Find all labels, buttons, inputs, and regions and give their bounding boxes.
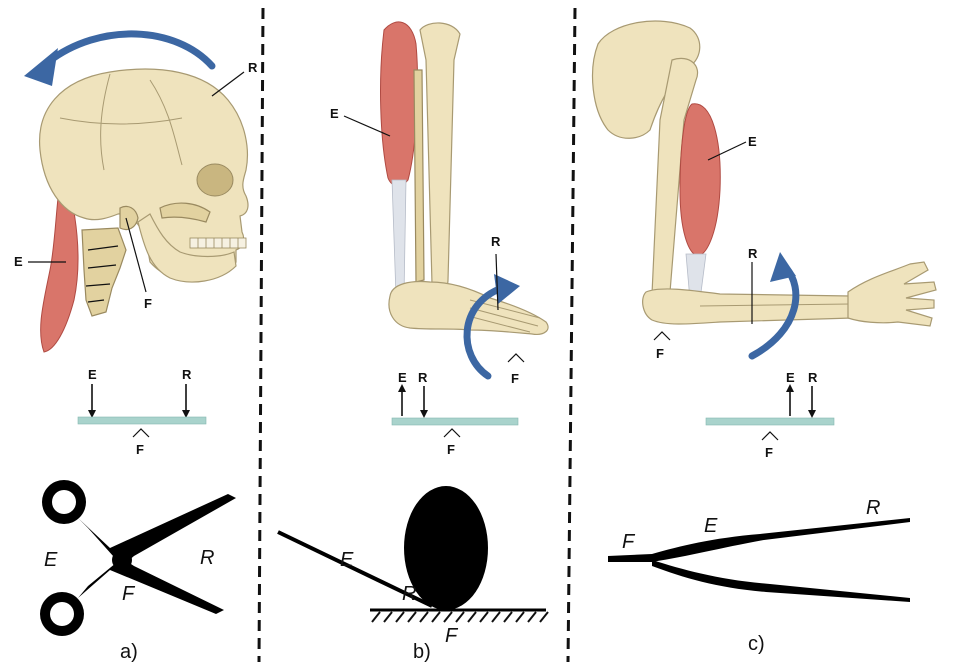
scissors-r-label: R [200, 547, 214, 569]
lever-schematic-a: E R F [78, 367, 206, 457]
label-e-neck: E [14, 254, 23, 269]
lever-c-e-label: E [786, 370, 795, 385]
label-f-foot: F [511, 371, 519, 386]
caption-a: a) [120, 641, 138, 662]
crowbar-f-label: F [445, 625, 459, 647]
tweezers-illustration [608, 518, 910, 602]
caption-c: c) [748, 633, 765, 655]
lever-b-f-label: F [447, 442, 455, 457]
tweezers-f-label: F [622, 531, 636, 553]
crowbar-r-label: R [402, 583, 416, 605]
lever-a-fulcrum-mark [133, 429, 149, 437]
label-f-elbow: F [656, 346, 664, 361]
tweezers-e-label: E [704, 515, 718, 537]
panel-a: R E F E R F E R F a) [14, 34, 258, 662]
label-r-foot: R [491, 234, 501, 249]
scissors-f-label: F [122, 583, 136, 605]
label-e-leg: E [330, 106, 339, 121]
lever-b-r-label: R [418, 370, 428, 385]
label-r-head: R [248, 60, 258, 75]
lever-a-bar [78, 417, 206, 424]
divider-right [568, 8, 575, 662]
label-r-arm: R [748, 246, 758, 261]
arm-illustration [593, 21, 936, 326]
divider-left [259, 8, 263, 662]
lever-schematic-b: E R F [392, 370, 518, 457]
panel-c: E R F E R F F E R c) [593, 21, 936, 655]
scissors-e-label: E [44, 549, 58, 571]
lever-a-r-label: R [182, 367, 192, 382]
caption-b: b) [413, 641, 431, 662]
lever-b-e-label: E [398, 370, 407, 385]
label-e-arm: E [748, 134, 757, 149]
lever-c-bar [706, 418, 834, 425]
lever-schematic-c: E R F [706, 370, 834, 460]
lever-a-f-label: F [136, 442, 144, 457]
tweezers-r-label: R [866, 497, 880, 519]
panel-b: E R F E R F E R F b) [278, 22, 548, 662]
lever-b-bar [392, 418, 518, 425]
lever-c-r-label: R [808, 370, 818, 385]
leg-illustration [381, 22, 549, 334]
label-f-head: F [144, 296, 152, 311]
crowbar-e-label: E [340, 549, 354, 571]
lever-a-e-label: E [88, 367, 97, 382]
lever-c-f-label: F [765, 445, 773, 460]
lever-c-fulcrum-mark [762, 432, 778, 440]
lever-b-fulcrum-mark [444, 429, 460, 437]
